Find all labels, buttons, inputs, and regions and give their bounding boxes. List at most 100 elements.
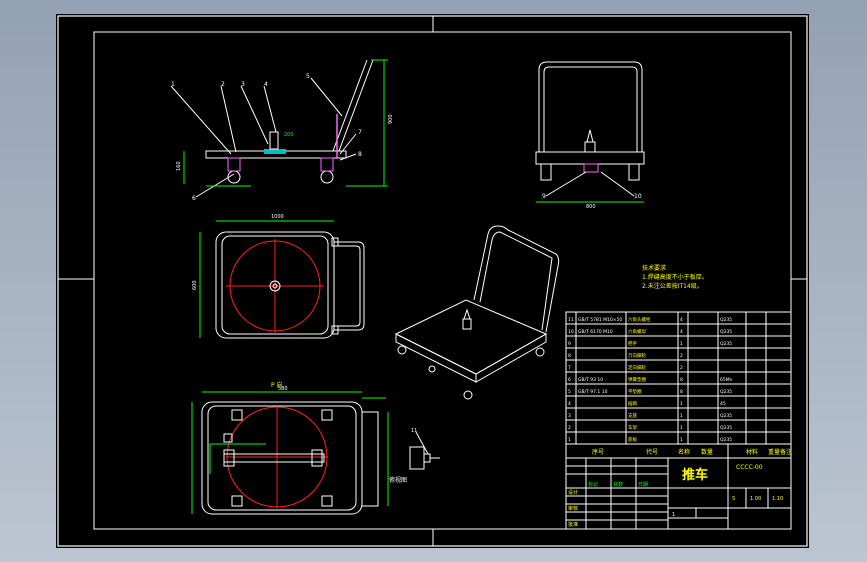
iso-platform-top [394,299,548,375]
iso-wheel-1 [397,345,407,355]
detail-pin-view[interactable]: 11 俯视图 [389,428,440,484]
caster-mount-1 [231,409,243,421]
bom-cell-name: 定向脚轮 [628,364,646,371]
iso-wheel-2 [463,390,473,400]
balloon: 4 [264,81,268,88]
detail-label: 俯视图 [389,476,407,484]
header-note: 备注 [780,448,792,456]
header-mat: 材料 [746,448,758,456]
bom-cell-qty: 1 [680,401,683,407]
scale-label: 1:10 [772,496,783,502]
bom-cell-code: GB/T 97.1 10 [578,389,608,395]
bom-cell-no: 1 [568,437,571,443]
bom-cell-qty: 1 [680,425,683,431]
check-label: 审核 [568,505,578,512]
rear-view[interactable]: 9 10 800 [535,61,645,210]
bom-cell-mat: Q235 [720,389,732,395]
bom-cell-mat: 65Mn [720,377,733,383]
pin-detail [409,446,425,470]
iso-handle [473,225,560,333]
caster-mount-3 [231,495,243,507]
bom-cell-no: 2 [568,425,571,431]
caster-rear-right [628,163,640,181]
bom-cell-mat: Q235 [720,329,732,335]
axle-bracket-right [311,449,323,467]
bottom-view[interactable]: P 向 580 [191,381,389,515]
drawing-title: 推车 [682,467,708,483]
balloon: 10 [634,193,642,200]
isometric-view[interactable] [394,225,560,400]
bom-cell-mat: Q235 [720,317,732,323]
bom-cell-no: 10 [568,329,574,335]
bom-cell-mat: Q235 [720,437,732,443]
depth-value: 600 [192,280,198,290]
bom-cell-qty: 1 [680,437,683,443]
bom-cell-qty: 8 [680,389,683,395]
balloon: 7 [358,129,362,136]
bom-cell-name: 万向脚轮 [628,352,646,359]
side-view[interactable]: 1 2 3 4 5 6 7 8 900 160 200 [170,59,394,202]
bom-cell-no: 8 [568,353,571,359]
bom-cell-qty: 8 [680,377,683,383]
bom-cell-name: 弹簧垫圈 [628,376,646,383]
hole-value: 200 [284,132,294,138]
tech-note-2: 2.未注公差按IT14级。 [642,282,703,290]
date-label: 日期 [638,482,648,488]
bom-cell-no: 5 [568,389,571,395]
bom-cell-name: 六角螺母 [628,328,646,335]
bom-cell-name: 把手 [628,340,637,347]
drawing-sheet[interactable]: 1 2 3 4 5 6 7 8 900 160 200 [56,14,809,548]
wheel-right [320,170,334,184]
bom-cell-no: 7 [568,365,571,371]
bom-cell-mat: Q235 [720,341,732,347]
bom-cell-qty: 4 [680,329,683,335]
outer-border [57,15,808,547]
width-value: 800 [586,204,596,210]
title-block[interactable]: 序号 代号 名称 数量 材料 重量 备注 推车 CCCC-00 S 1.00 1… [565,443,792,530]
header-code: 代号 [646,448,658,456]
axle-bar [223,453,325,463]
drawing-number: CCCC-00 [736,464,763,471]
balloon: 1 [171,81,175,88]
bom-cell-qty: 2 [680,365,683,371]
support-block [264,149,286,154]
bom-cell-name: 底板 [628,436,637,443]
handle-bottom [362,411,379,507]
caster-mount-2 [321,409,333,421]
length-value: 1000 [271,214,284,220]
design-label: 设计 [568,489,578,496]
platform-rear [535,151,645,165]
bom-cell-name: 平垫圈 [628,388,642,395]
top-view[interactable]: 600 1000 [192,214,365,339]
axle-bracket-left [223,449,235,467]
header-name: 名称 [678,448,690,456]
drawing-canvas: 1 2 3 4 5 6 7 8 900 160 200 [57,15,808,547]
balloon: 9 [542,193,546,200]
bom-cell-mat: 45 [720,401,726,407]
bom-cell-qty: 1 [680,413,683,419]
section-label: P 向 [271,381,283,389]
balloon: 2 [221,81,225,88]
bom-cell-name: 车架 [628,424,637,431]
bom-cell-code: GB/T 6170 M10 [578,329,613,335]
inner-border [93,31,792,530]
tech-notes: 技术要求 1.焊缝高度不小于板厚。 2.未注公差按IT14级。 [642,264,708,290]
header-wt: 重量 [768,448,780,456]
mark-label: 标记 [588,481,598,488]
handle-top [334,241,365,331]
platform-top [215,231,335,339]
header-qty: 数量 [701,448,713,456]
pin-hole [269,280,281,292]
bom-cell-no: 4 [568,401,571,407]
sheet-label: 1 [672,512,675,518]
platform-bottom [201,401,363,515]
handle-rear [538,61,643,152]
bom-cell-mat: Q235 [720,413,732,419]
bom-cell-qty: 4 [680,317,683,323]
balloon: 8 [358,151,362,158]
balloon: 5 [306,73,310,80]
pin-rear [586,129,594,143]
